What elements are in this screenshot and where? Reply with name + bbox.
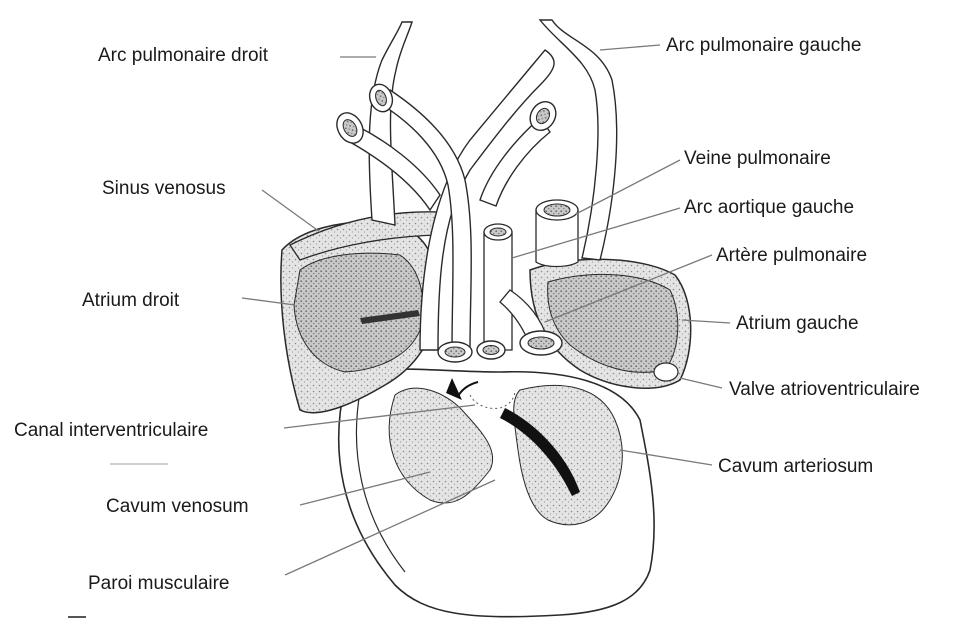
label-arc-aortique-gauche: Arc aortique gauche: [684, 197, 854, 219]
label-artere-pulmonaire: Artère pulmonaire: [716, 245, 867, 267]
leader-arc-pul-gauche: [600, 45, 660, 50]
label-sinus-venosus: Sinus venosus: [102, 178, 226, 200]
label-canal-interventriculaire: Canal interventriculaire: [14, 420, 208, 442]
label-cavum-venosum: Cavum venosum: [106, 496, 249, 518]
label-cavum-arteriosum: Cavum arteriosum: [718, 456, 873, 478]
label-atrium-droit: Atrium droit: [82, 290, 179, 312]
label-veine-pulmonaire: Veine pulmonaire: [684, 148, 831, 170]
artere-pulmonaire-vessel: [484, 232, 512, 350]
label-paroi-musculaire: Paroi musculaire: [88, 573, 230, 595]
label-arc-pulmonaire-droit: Arc pulmonaire droit: [98, 45, 268, 67]
arc-pulmonaire-droit: [369, 22, 412, 225]
label-valve-atrioventriculaire: Valve atrioventriculaire: [729, 379, 920, 401]
label-arc-pulmonaire-gauche: Arc pulmonaire gauche: [666, 35, 861, 57]
leader-valve: [680, 378, 722, 388]
leader-sinus: [262, 190, 320, 232]
leader-veine-pul: [576, 160, 680, 214]
label-atrium-gauche: Atrium gauche: [736, 313, 859, 335]
